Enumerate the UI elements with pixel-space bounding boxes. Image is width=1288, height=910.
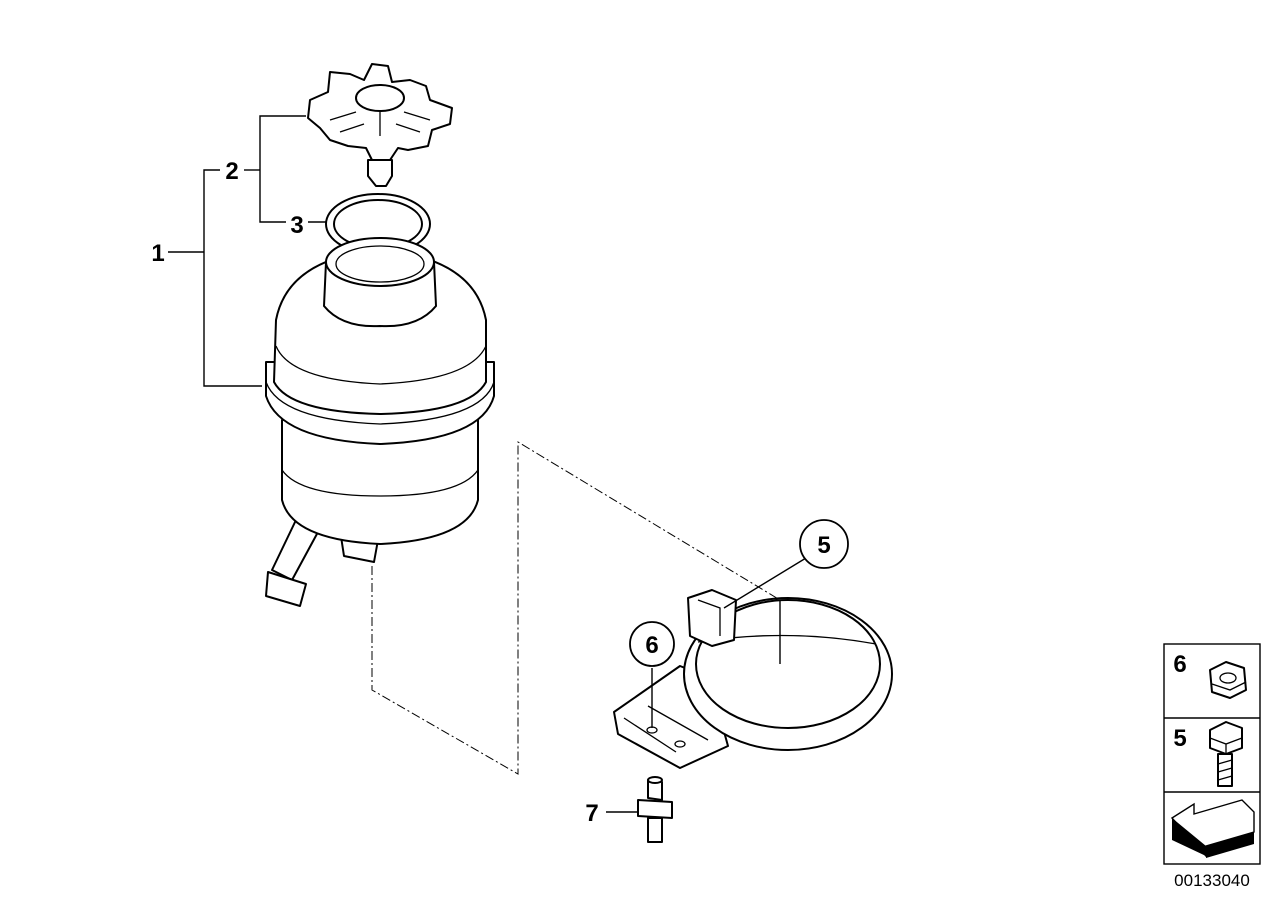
leader-lines: [168, 115, 807, 813]
direction-arrow-icon: [1170, 799, 1255, 858]
callout-circle: [629, 621, 675, 667]
callout-2: 2: [225, 158, 238, 185]
reservoir-cap: [307, 63, 453, 187]
legend-bolt-number: 5: [1173, 725, 1186, 752]
callout-1: 1: [151, 240, 164, 267]
legend-nut-number: 6: [1173, 651, 1186, 678]
callout-5: 5: [799, 519, 849, 569]
callout-6: 6: [629, 621, 675, 667]
diagram-reference-number: 00133040: [1174, 871, 1250, 890]
hardware-legend: 6 5: [1163, 643, 1261, 865]
callout-label: 2: [225, 158, 238, 185]
installation-lines: [371, 441, 781, 775]
hex-nut-icon: [1209, 661, 1247, 699]
callout-label: 3: [290, 212, 303, 239]
callout-label: 1: [151, 240, 164, 267]
callout-3: 3: [290, 212, 303, 239]
callout-label: 6: [645, 632, 658, 659]
hex-bolt-icon: [1209, 721, 1243, 787]
stud-bolt: [637, 776, 673, 843]
reservoir-bracket: [613, 589, 893, 769]
sealing-ring: [325, 193, 431, 255]
callout-label: 5: [817, 532, 830, 559]
callout-label: 7: [585, 800, 598, 827]
fluid-reservoir: [265, 237, 495, 607]
callout-7: 7: [585, 800, 598, 827]
callout-circle: [799, 519, 849, 569]
